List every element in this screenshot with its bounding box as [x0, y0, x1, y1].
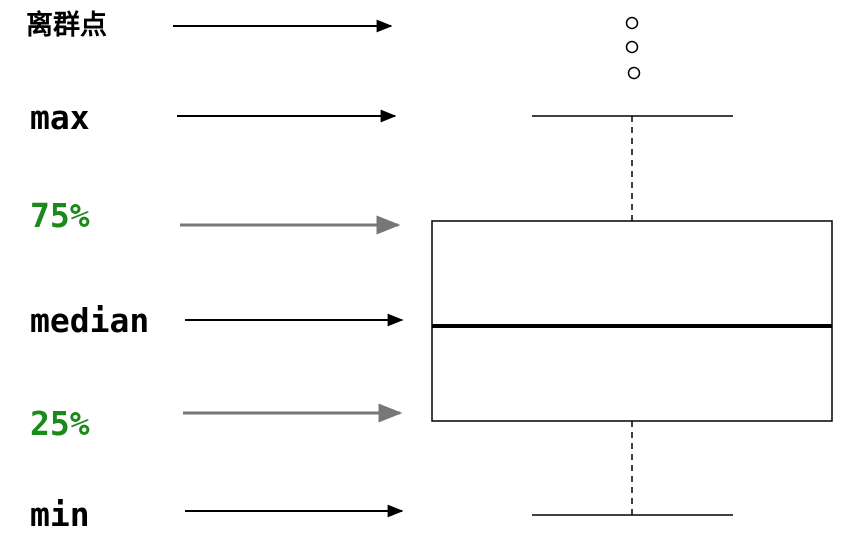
q1-label: 25%	[30, 404, 90, 443]
outliers-label: 离群点	[26, 10, 107, 41]
max-label: max	[30, 98, 90, 137]
iqr-box	[431, 220, 833, 422]
min-label: min	[30, 495, 90, 534]
outlier-point	[625, 40, 639, 54]
outlier-point	[627, 66, 641, 80]
outlier-point	[625, 16, 639, 30]
q3-label: 75%	[30, 196, 90, 235]
median-label: median	[30, 301, 150, 340]
